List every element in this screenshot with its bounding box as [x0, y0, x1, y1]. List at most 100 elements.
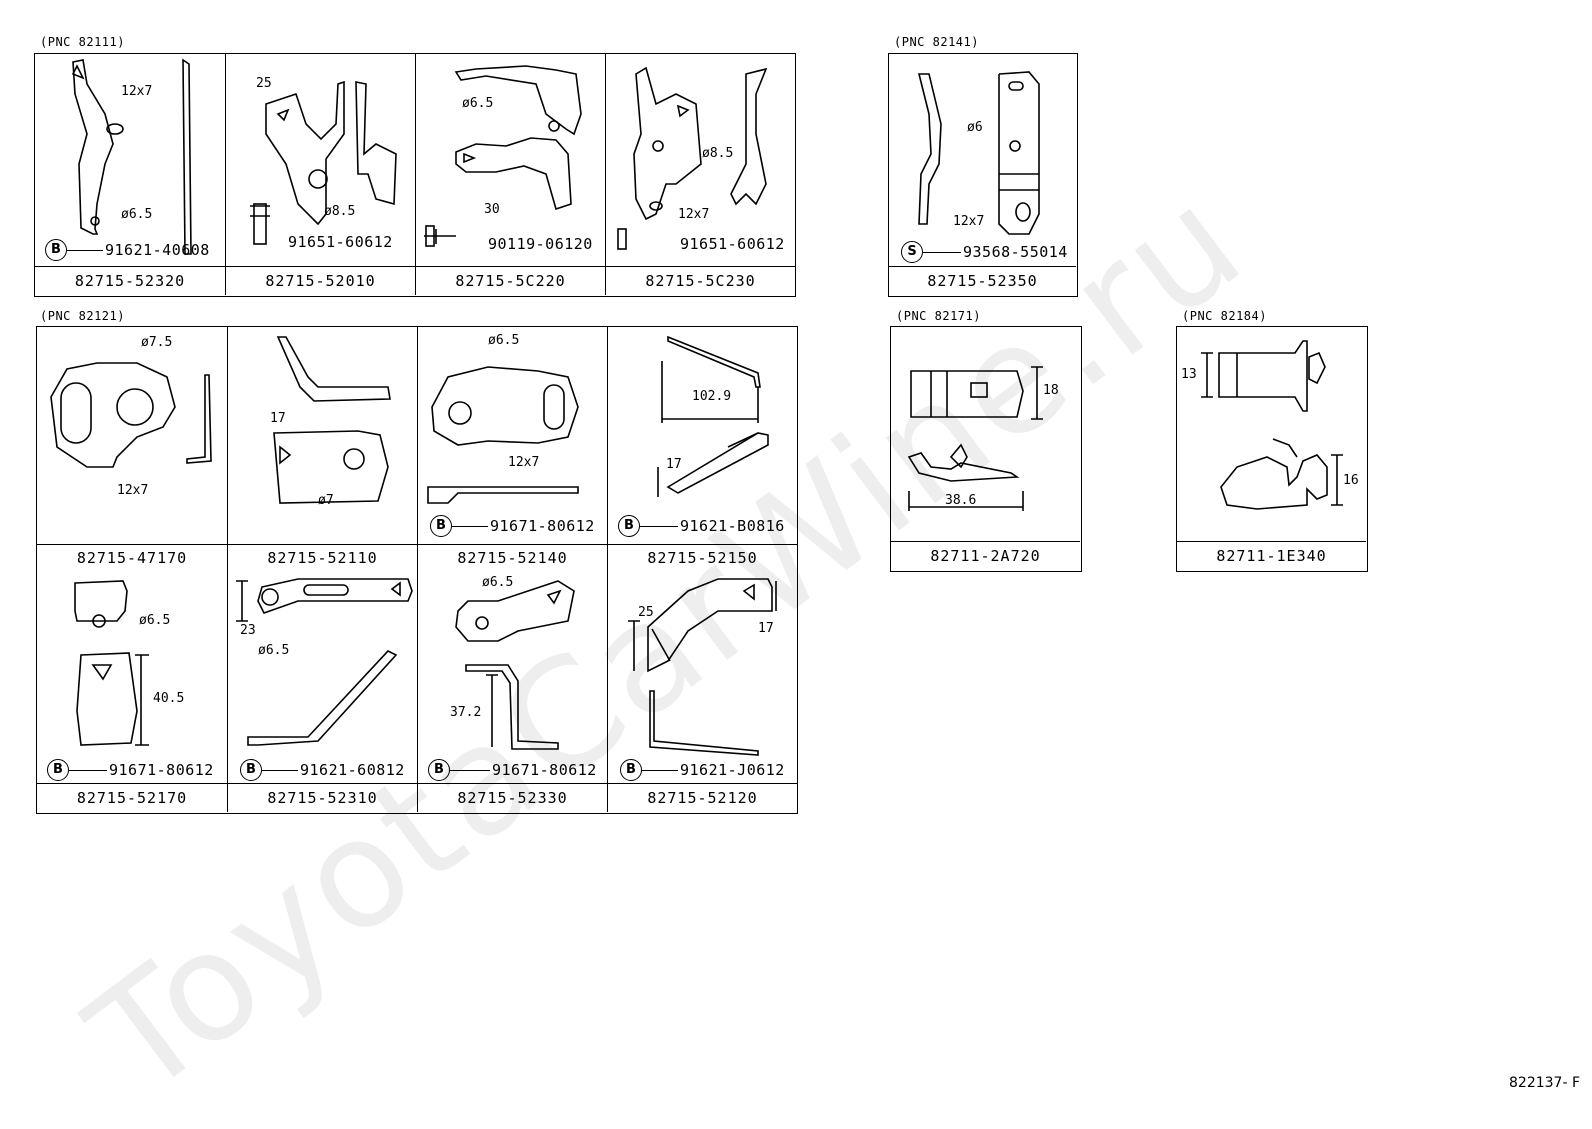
bolt-number: 90119-06120 [488, 235, 593, 253]
part-cell-82711-1E340[interactable]: 13 16 82711-1E340 [1177, 327, 1366, 570]
dim-label: 25 [256, 76, 272, 91]
bracket-drawing [250, 80, 397, 245]
part-cell-82715-5C220[interactable]: ø6.5 30 90119-06120 82715-5C220 [415, 54, 605, 295]
part-number: 82715-52120 [608, 783, 797, 812]
bolt-type-mark: B [47, 759, 69, 781]
dim-label: 37.2 [450, 705, 482, 720]
part-number: 82711-1E340 [1177, 541, 1366, 570]
leader-line [450, 770, 490, 771]
part-cell-82715-52310[interactable]: 23 ø6.5 B 91621-60812 82715-52310 [227, 571, 417, 812]
diagram-code: 822137- F [1509, 1075, 1580, 1091]
dim-label: ø6.5 [488, 333, 520, 348]
dim-label: 12x7 [121, 84, 153, 99]
leader-line [262, 770, 298, 771]
dim-label: ø6.5 [258, 643, 290, 658]
bracket-drawing [917, 71, 1040, 235]
part-cell-82715-52330[interactable]: ø6.5 37.2 B 91671-80612 82715-52330 [417, 571, 607, 812]
bolt-number: 91621-J0612 [680, 761, 785, 779]
bolt-type-mark: B [428, 759, 450, 781]
part-cell-82715-47170[interactable]: ø7.5 12x7 82715-47170 [37, 327, 227, 571]
dim-label: 12x7 [953, 214, 985, 229]
part-number: 82715-52320 [35, 266, 225, 295]
dim-label: 18 [1043, 383, 1059, 398]
part-cell-82715-52110[interactable]: 17 ø7 82715-52110 [227, 327, 417, 571]
bolt-number: 93568-55014 [963, 243, 1068, 261]
dim-label: 23 [240, 623, 256, 638]
part-number: 82715-5C230 [606, 266, 795, 295]
dim-label: 102.9 [692, 389, 732, 404]
bracket-drawing [74, 580, 149, 746]
part-number: 82711-2A720 [891, 541, 1080, 570]
clip-drawing [1201, 340, 1343, 510]
bolt-number: 91621-60812 [300, 761, 405, 779]
dim-label: 12x7 [117, 483, 149, 498]
part-number: 82715-47170 [37, 544, 227, 571]
bracket-drawing [273, 336, 391, 504]
part-number: 82715-52330 [418, 783, 607, 812]
group-label-82171: (PNC 82171) [896, 309, 981, 323]
bolt-number: 91671-80612 [490, 517, 595, 535]
part-number: 82715-52170 [37, 783, 227, 812]
bolt-number: 91671-80612 [109, 761, 214, 779]
dim-label: ø8.5 [702, 146, 734, 161]
bracket-drawing [71, 58, 192, 255]
group-label-82121: (PNC 82121) [40, 309, 125, 323]
part-cell-82715-52170[interactable]: ø6.5 40.5 B 91671-80612 82715-52170 [37, 571, 227, 812]
part-cell-82715-52320[interactable]: 12x7 ø6.5 B 91621-40608 82715-52320 [35, 54, 225, 295]
part-cell-82715-52350[interactable]: ø6 12x7 S 93568-55014 82715-52350 [889, 54, 1076, 295]
part-table-82141: ø6 12x7 S 93568-55014 82715-52350 [888, 53, 1078, 297]
dim-label: 17 [666, 457, 682, 472]
dim-label: 17 [270, 411, 286, 426]
bolt-type-mark: B [45, 239, 67, 261]
part-cell-82715-5C230[interactable]: ø8.5 12x7 91651-60612 82715-5C230 [605, 54, 795, 295]
bracket-drawing [657, 335, 769, 497]
part-cell-82711-2A720[interactable]: 18 38.6 82711-2A720 [891, 327, 1080, 570]
part-cell-82715-52140[interactable]: ø6.5 12x7 B 91671-80612 82715-52140 [417, 327, 607, 571]
leader-line [452, 526, 488, 527]
dim-label: 13 [1181, 367, 1197, 382]
leader-line [69, 770, 107, 771]
dim-label: 25 [638, 605, 654, 620]
dim-label: ø6.5 [139, 613, 171, 628]
part-number: 82715-52110 [228, 544, 417, 571]
dim-label: 38.6 [945, 493, 977, 508]
leader-line [640, 526, 678, 527]
part-number: 82715-52150 [608, 544, 797, 571]
bolt-type-mark: B [620, 759, 642, 781]
leader-line [923, 252, 961, 253]
dim-label: 40.5 [153, 691, 185, 706]
part-cell-82715-52120[interactable]: 25 17 B 91621-J0612 82715-52120 [607, 571, 797, 812]
bracket-drawing [236, 578, 413, 746]
bracket-drawing [50, 362, 212, 468]
group-label-82111: (PNC 82111) [40, 35, 125, 49]
bolt-number: 91651-60612 [680, 235, 785, 253]
part-cell-82715-52150[interactable]: 102.9 17 B 91621-B0816 82715-52150 [607, 327, 797, 571]
part-table-82184: 13 16 82711-1E340 [1176, 326, 1368, 572]
dim-label: ø6.5 [121, 207, 153, 222]
bolt-type-mark: B [618, 515, 640, 537]
clip-drawing [907, 366, 1043, 511]
bolt-number: 91651-60612 [288, 233, 393, 251]
dim-label: ø7.5 [141, 335, 173, 350]
part-table-82121: ø7.5 12x7 82715-47170 17 ø7 82715-52110 … [36, 326, 798, 814]
bracket-drawing [427, 366, 579, 504]
bolt-number: 91621-B0816 [680, 517, 785, 535]
dim-label: 12x7 [678, 207, 710, 222]
dim-label: ø7 [318, 493, 334, 508]
bracket-drawing [455, 580, 575, 750]
part-cell-82715-52010[interactable]: 25 ø8.5 91651-60612 82715-52010 [225, 54, 415, 295]
bracket-drawing [628, 578, 777, 756]
dim-label: 17 [758, 621, 774, 636]
dim-label: ø8.5 [324, 204, 356, 219]
bolt-type-mark: B [430, 515, 452, 537]
bracket-drawing [424, 65, 582, 247]
bolt-number: 91671-80612 [492, 761, 597, 779]
bolt-type-mark: S [901, 241, 923, 263]
bracket-drawing [617, 66, 768, 250]
dim-label: ø6 [967, 120, 983, 135]
dim-label: 12x7 [508, 455, 540, 470]
part-table-82171: 18 38.6 82711-2A720 [890, 326, 1082, 572]
part-number: 82715-52140 [418, 544, 607, 571]
dim-label: ø6.5 [462, 96, 494, 111]
group-label-82184: (PNC 82184) [1182, 309, 1267, 323]
